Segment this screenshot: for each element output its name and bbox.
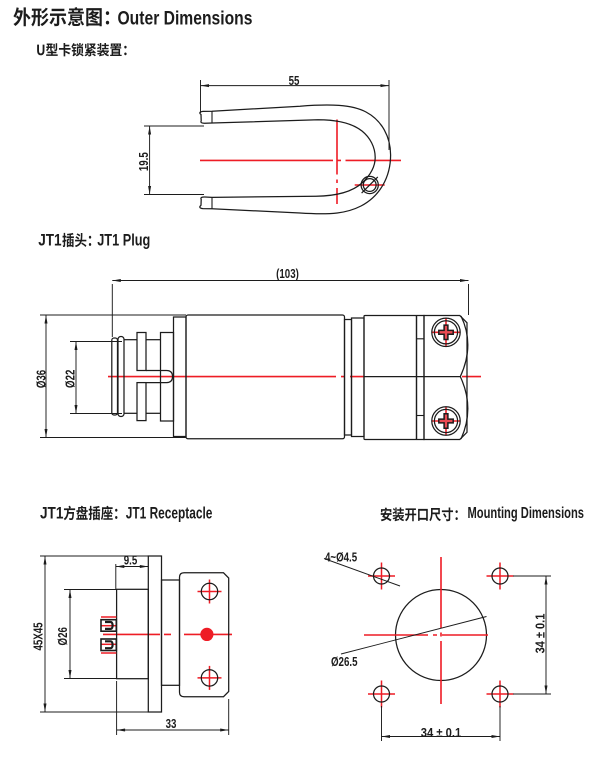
svg-text:JT1: JT1 <box>38 231 62 250</box>
svg-text:55: 55 <box>289 75 300 89</box>
svg-text:Mounting Dimensions: Mounting Dimensions <box>468 504 585 521</box>
svg-text:34 ± 0.1: 34 ± 0.1 <box>533 613 548 653</box>
svg-text:Ø22: Ø22 <box>65 370 79 388</box>
svg-text:45X45: 45X45 <box>32 622 46 650</box>
svg-text:33: 33 <box>166 718 177 732</box>
svg-text:9.5: 9.5 <box>124 554 138 568</box>
svg-text:19.5: 19.5 <box>138 152 152 171</box>
svg-text:JT1 Plug: JT1 Plug <box>97 231 150 250</box>
svg-text:34 ± 0.1: 34 ± 0.1 <box>421 725 462 740</box>
svg-text:Outer Dimensions: Outer Dimensions <box>118 7 253 29</box>
svg-text:Ø26: Ø26 <box>57 627 71 645</box>
svg-text:JT1 Receptacle: JT1 Receptacle <box>126 504 213 523</box>
svg-text:4~Ø4.5: 4~Ø4.5 <box>325 551 357 565</box>
svg-text:Ø36: Ø36 <box>35 370 49 388</box>
svg-text:JT1: JT1 <box>40 504 64 523</box>
svg-text:Ø26.5: Ø26.5 <box>331 656 357 670</box>
svg-text:(103): (103) <box>276 268 299 282</box>
